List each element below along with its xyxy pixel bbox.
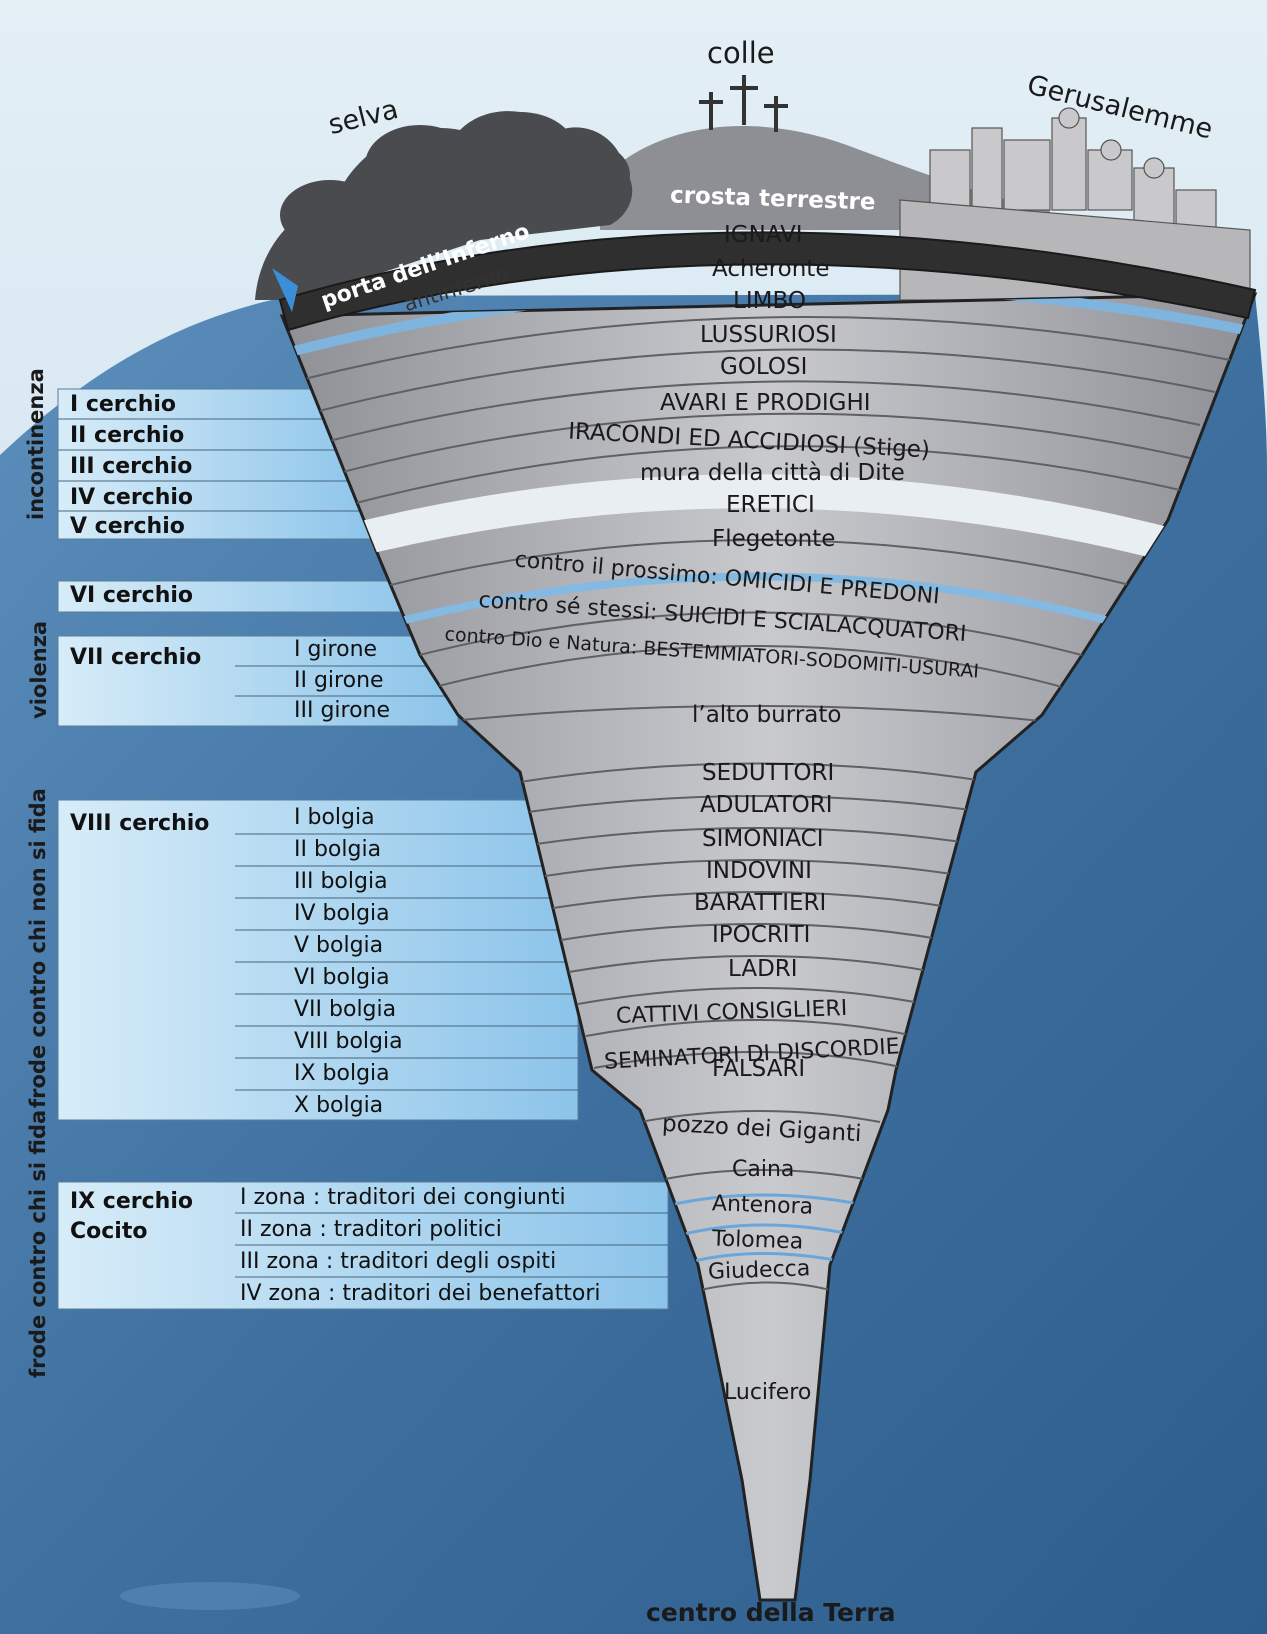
label-centro-terra: centro della Terra xyxy=(646,1598,896,1627)
bolgia-8: VIII bolgia xyxy=(294,1029,403,1054)
layer-lucifero: Lucifero xyxy=(724,1380,812,1405)
layer-tolomea: Tolomea xyxy=(711,1226,804,1255)
zona-4: IV zona : traditori dei benefattori xyxy=(240,1281,601,1306)
layer-eretici: ERETICI xyxy=(726,492,815,518)
bolgia-1: I bolgia xyxy=(294,805,375,830)
bolgia-9: IX bolgia xyxy=(294,1061,390,1086)
bolgia-7: VII bolgia xyxy=(294,997,397,1022)
crosses xyxy=(699,75,788,132)
layer-flegetonte: Flegetonte xyxy=(712,526,836,552)
category-violenza: violenza xyxy=(27,620,51,719)
label-colle: colle xyxy=(707,36,775,70)
bolgia-10: X bolgia xyxy=(294,1093,384,1118)
cerchio-8: VIII cerchio xyxy=(70,811,210,836)
cerchio-6: VI cerchio xyxy=(70,583,194,608)
layer-simoniaci: SIMONIACI xyxy=(702,826,824,852)
girone-2: II girone xyxy=(294,668,384,693)
cerchio-5: V cerchio xyxy=(70,514,185,539)
layer-indovini: INDOVINI xyxy=(706,858,812,884)
cerchio-1: I cerchio xyxy=(70,392,177,417)
bolgia-6: VI bolgia xyxy=(294,965,390,990)
cerchio-4: IV cerchio xyxy=(70,485,194,510)
gate-arrow-icon xyxy=(272,268,298,312)
layer-mura-dite: mura della città di Dite xyxy=(640,460,905,486)
cocito: Cocito xyxy=(70,1219,148,1244)
layer-golosi: GOLOSI xyxy=(720,354,808,380)
zona-1: I zona : traditori dei congiunti xyxy=(240,1185,566,1210)
layer-acheronte: Acheronte xyxy=(712,256,830,282)
layer-lussuriosi: LUSSURIOSI xyxy=(700,322,837,348)
category-frode-non-fida: frode contro chi non si fida xyxy=(26,788,50,1108)
bolgia-3: III bolgia xyxy=(294,869,388,894)
bolgia-4: IV bolgia xyxy=(294,901,390,926)
bolgia-5: V bolgia xyxy=(294,933,384,958)
layer-caina: Caina xyxy=(732,1157,795,1182)
layer-falsari: FALSARI xyxy=(712,1056,806,1082)
layer-avari-prodighi: AVARI E PRODIGHI xyxy=(660,390,871,416)
layer-seduttori: SEDUTTORI xyxy=(702,760,835,786)
zona-3: III zona : traditori degli ospiti xyxy=(240,1249,557,1274)
category-frode-fida: frode contro chi si fida xyxy=(26,1109,50,1378)
layer-giudecca: Giudecca xyxy=(707,1256,811,1285)
bolgia-2: II bolgia xyxy=(294,837,382,862)
layer-barattieri: BARATTIERI xyxy=(694,890,827,916)
selva-forest xyxy=(255,111,633,300)
cerchio-3: III cerchio xyxy=(70,454,193,479)
girone-1: I girone xyxy=(294,637,378,662)
cerchio-7: VII cerchio xyxy=(70,645,202,670)
layer-antenora: Antenora xyxy=(711,1191,814,1220)
layer-alto-burrato: l’alto burrato xyxy=(692,702,842,728)
layer-ignavi: IGNAVI xyxy=(724,222,803,248)
layer-adulatori: ADULATORI xyxy=(700,792,833,818)
cerchio-9: IX cerchio xyxy=(70,1189,193,1214)
category-incontinenza: incontinenza xyxy=(24,368,48,520)
layer-ipocriti: IPOCRITI xyxy=(712,922,811,948)
layer-ladri: LADRI xyxy=(728,956,798,982)
layer-limbo: LIMBO xyxy=(733,288,806,314)
cerchio-2: II cerchio xyxy=(70,423,185,448)
zona-2: II zona : traditori politici xyxy=(240,1217,502,1242)
girone-3: III girone xyxy=(294,698,391,723)
inferno-cone xyxy=(278,231,1258,1602)
